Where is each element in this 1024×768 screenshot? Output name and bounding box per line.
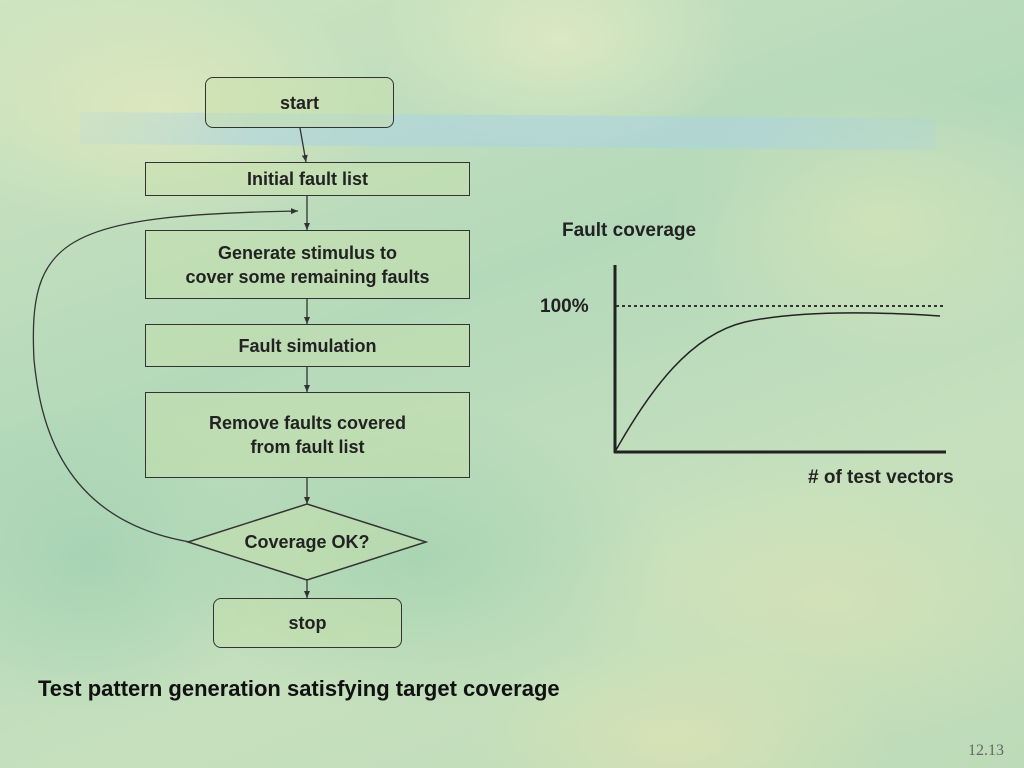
graph-target-label: 100% [540, 296, 589, 317]
graph-x-label: # of test vectors [808, 467, 954, 488]
graph-coverage-curve [615, 312, 941, 451]
slide-caption: Test pattern generation satisfying targe… [38, 676, 560, 701]
initial-fault-list-node: Initial fault list [145, 162, 470, 196]
start-node: start [205, 77, 394, 128]
start-label: start [279, 92, 319, 113]
generate-stimulus-line1: Generate stimulus to [217, 242, 398, 263]
fault-simulation-label: Fault simulation [238, 335, 377, 356]
initial-fault-list-label: Initial fault list [246, 169, 368, 189]
fault-simulation-node: Fault simulation [145, 324, 470, 367]
stop-node: stop [213, 598, 402, 648]
decision-label: Coverage OK? [244, 532, 370, 552]
graph-y-label: Fault coverage [562, 220, 697, 241]
remove-faults-node: Remove faults covered from fault list [145, 392, 470, 478]
remove-faults-line1: Remove faults covered [208, 413, 407, 433]
page-number: 12.13 [968, 742, 1004, 759]
arrow-loop-back [32, 208, 299, 543]
decision-label-wrap: Coverage OK? [188, 528, 426, 556]
remove-faults-line2: from fault list [250, 437, 365, 457]
stop-label: stop [288, 613, 327, 633]
arrow-start-to-initial [299, 127, 308, 163]
generate-stimulus-line2: cover some remaining faults [185, 266, 430, 287]
generate-stimulus-node: Generate stimulus to cover some remainin… [145, 230, 470, 299]
decision-diamond [185, 503, 429, 581]
